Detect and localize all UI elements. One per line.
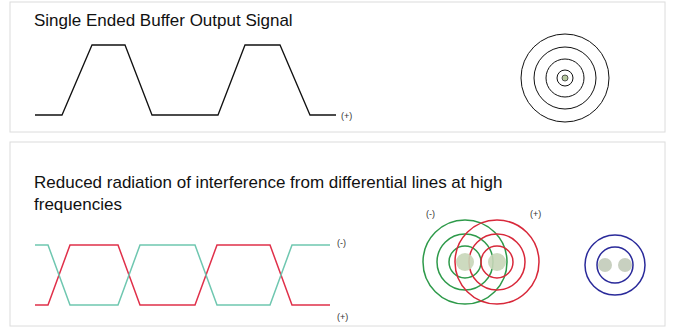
- negative-waveform: [35, 245, 330, 305]
- conductor-dot: [562, 75, 568, 81]
- signal-name: (-): [337, 238, 346, 249]
- conductor-dot: [456, 253, 474, 271]
- positive-field-circles: [455, 220, 539, 304]
- signal-name: (+): [337, 312, 348, 323]
- signal-name: (+): [530, 209, 541, 220]
- single-ended-waveform: [35, 45, 336, 115]
- positive-waveform: [35, 245, 330, 305]
- single-field-circles: [521, 34, 609, 122]
- panel-heading: Single Ended Buffer Output Signal: [34, 10, 293, 32]
- conductor-dot: [598, 258, 612, 272]
- panel-heading: Reduced radiation of interference from d…: [34, 172, 564, 216]
- signal-name: (+): [341, 111, 352, 122]
- conductor-dot: [488, 253, 506, 271]
- combined-field-circles: [585, 235, 645, 295]
- negative-field-circles: [423, 220, 507, 304]
- bottom-panel: [10, 142, 665, 326]
- conductor-dot: [618, 258, 632, 272]
- top-panel: [10, 2, 665, 132]
- signal-name: (-): [426, 209, 435, 220]
